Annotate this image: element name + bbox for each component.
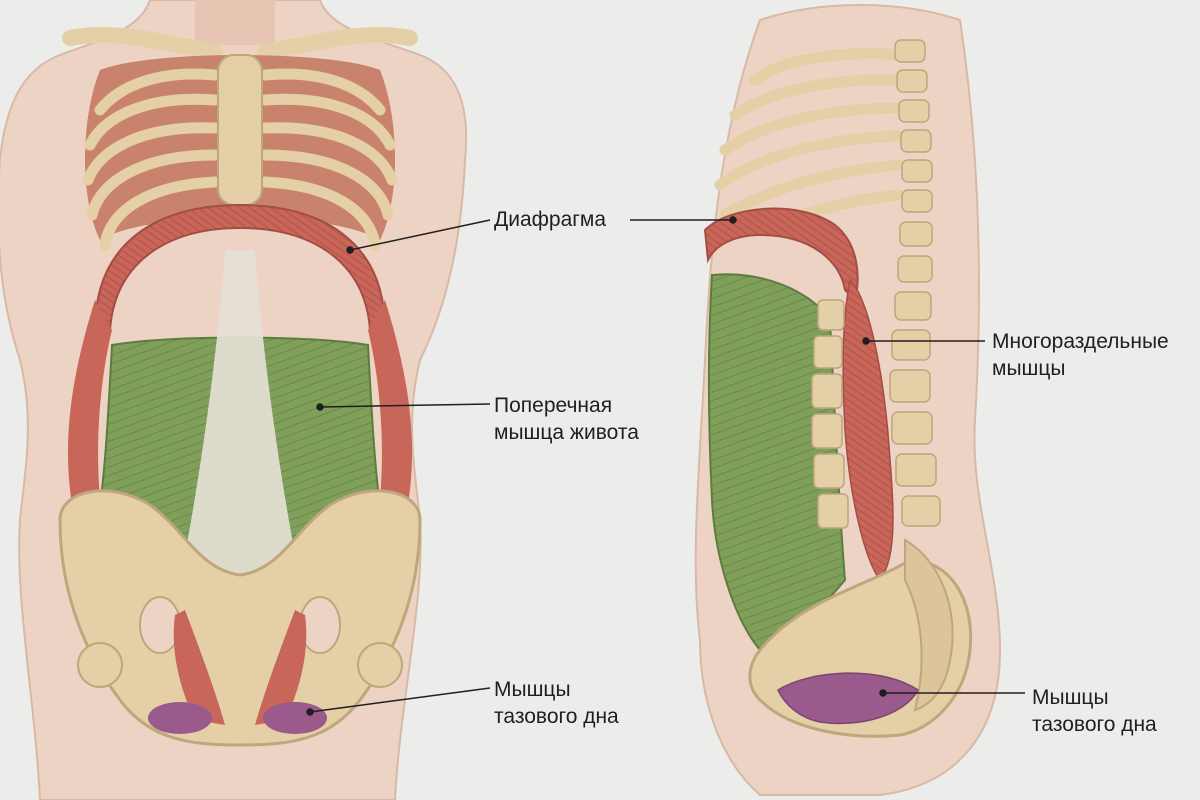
front-oblique-right xyxy=(368,300,413,520)
front-neck xyxy=(195,0,275,45)
leader-dot-multifidus xyxy=(862,337,870,345)
leader-diaphragm-front xyxy=(349,219,491,251)
side-view xyxy=(694,4,1002,796)
label-pelvic-front-line2: тазового дна xyxy=(494,705,619,728)
label-pelvic-floor-side: Мышцы тазового дна xyxy=(1032,684,1157,738)
label-pelvic-side-line1: Мышцы xyxy=(1032,686,1109,709)
side-ribs xyxy=(714,48,906,236)
label-multifidus-line1: Многораздельные xyxy=(992,330,1169,353)
front-pelvic-floor-left xyxy=(148,702,212,734)
leader-dot-diaphragm-front xyxy=(346,246,354,254)
leader-pelvic-front xyxy=(309,687,491,713)
label-transverse-abdominis: Поперечная мышца живота xyxy=(494,392,639,446)
leader-dot-pelvic-front xyxy=(306,708,314,716)
label-multifidus-line2: мышцы xyxy=(992,357,1066,380)
front-ribs xyxy=(82,68,398,251)
front-pelvis xyxy=(58,489,422,747)
front-pelvic-floor-right xyxy=(263,702,327,734)
front-oblique-left xyxy=(67,300,112,520)
front-linea-alba xyxy=(180,250,300,580)
label-transverse-line1: Поперечная xyxy=(494,394,613,417)
leader-lines xyxy=(306,216,1025,716)
label-diaphragm-text: Диафрагма xyxy=(494,208,607,231)
leader-dot-diaphragm-side xyxy=(729,216,737,224)
label-multifidus: Многораздельные мышцы xyxy=(992,328,1169,382)
leader-transverse xyxy=(319,403,491,408)
front-sternum xyxy=(217,54,263,206)
side-sacrum-coccyx xyxy=(904,538,954,712)
leader-dot-transverse xyxy=(316,403,324,411)
side-vertebral-bodies xyxy=(811,299,849,529)
label-transverse-line2: мышца живота xyxy=(494,421,639,444)
front-view xyxy=(0,0,468,800)
front-clavicle-right xyxy=(257,26,418,60)
front-hip-left xyxy=(77,642,123,688)
side-spine xyxy=(889,39,941,527)
front-clavicle-left xyxy=(62,26,223,60)
label-pelvic-floor-front: Мышцы тазового дна xyxy=(494,676,619,730)
label-diaphragm: Диафрагма xyxy=(494,206,606,233)
front-pelvic-muscle-right xyxy=(255,610,307,725)
side-pelvic-floor xyxy=(777,672,919,725)
label-pelvic-front-line1: Мышцы xyxy=(494,678,571,701)
leader-dot-pelvic-side xyxy=(879,689,887,697)
front-hip-right xyxy=(357,642,403,688)
front-pelvic-muscle-left xyxy=(173,610,225,725)
label-pelvic-side-line2: тазового дна xyxy=(1032,713,1157,736)
